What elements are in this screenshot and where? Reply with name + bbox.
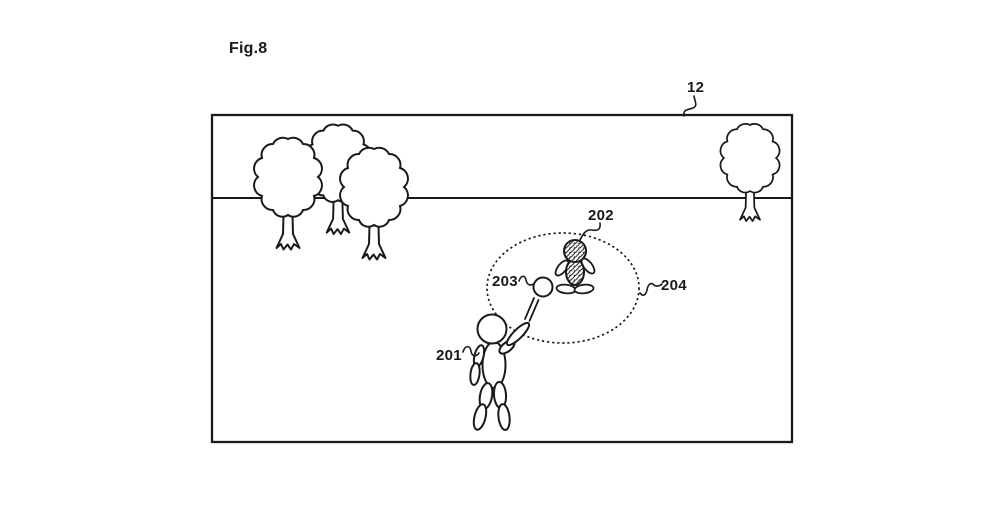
person-head <box>476 313 508 345</box>
character-figure <box>554 239 596 295</box>
figure-title: Fig.8 <box>229 40 268 57</box>
ref-label-attention-area: 204 <box>661 277 687 294</box>
motion-lines <box>524 297 540 322</box>
ref-label-person: 201 <box>436 347 462 364</box>
leader-203 <box>518 275 535 286</box>
ball-group <box>524 276 554 322</box>
character-foot-right <box>573 283 595 295</box>
leader-lines <box>462 95 697 357</box>
leader-201 <box>462 345 480 357</box>
person-figure <box>469 313 531 431</box>
person-shin-right <box>497 403 511 431</box>
leader-204 <box>639 282 663 296</box>
ref-label-display-screen: 12 <box>687 79 705 96</box>
person-forearm-right <box>505 321 531 347</box>
character-head <box>563 239 587 263</box>
person-shin-left <box>472 403 488 431</box>
leader-202 <box>579 222 601 241</box>
attention-ellipse <box>486 232 640 344</box>
leader-12 <box>683 95 697 117</box>
ball-icon <box>532 276 554 298</box>
person-forearm-left <box>469 362 481 386</box>
ref-label-character: 202 <box>588 207 614 224</box>
ref-label-ball: 203 <box>492 273 518 290</box>
